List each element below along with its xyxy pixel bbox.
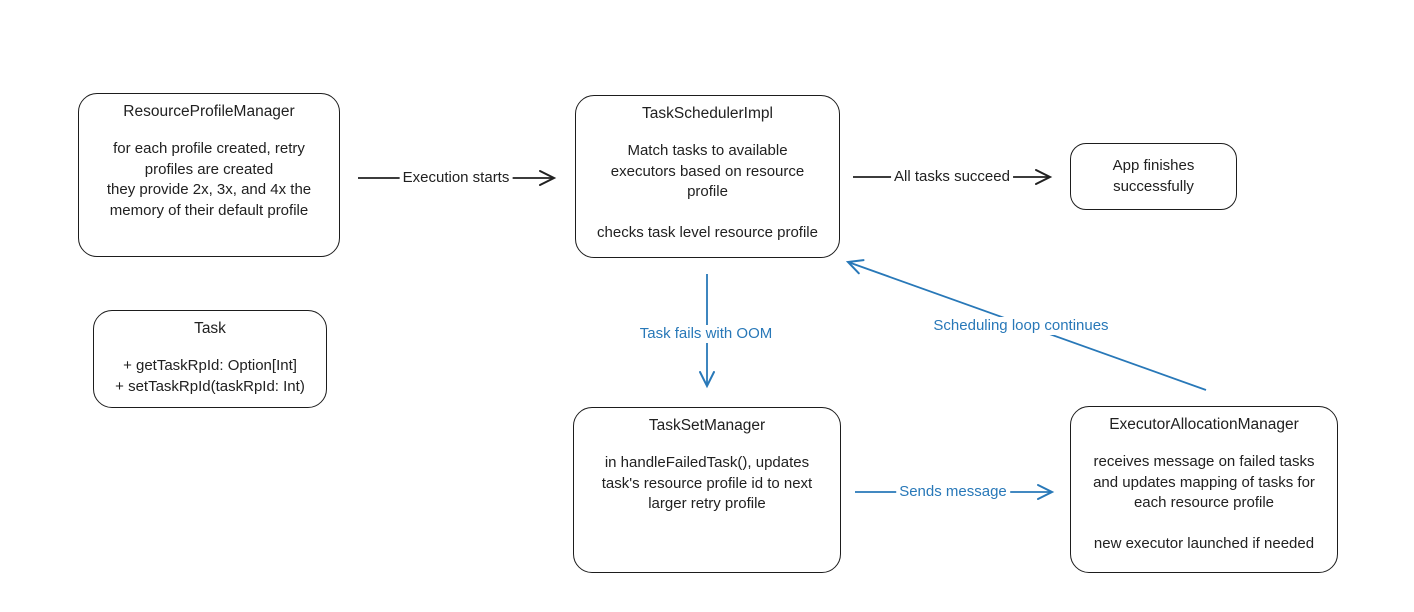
node-app-finishes-successfully: App finishes successfully (1070, 143, 1237, 210)
node-resource-profile-manager: ResourceProfileManager for each profile … (78, 93, 340, 257)
edge-label-sends-message: Sends message (896, 483, 1010, 501)
edge-label-task-fails-oom: Task fails with OOM (636, 325, 776, 343)
node-task-set-manager: TaskSetManager in handleFailedTask(), up… (573, 407, 841, 573)
node-title: Task (194, 320, 226, 337)
node-body: for each profile created, retry profiles… (106, 140, 312, 219)
node-title: TaskSchedulerImpl (642, 105, 773, 122)
edge-label-scheduling-loop-continues: Scheduling loop continues (930, 317, 1112, 335)
node-body: Match tasks to available executors based… (597, 142, 818, 241)
node-task-scheduler-impl: TaskSchedulerImpl Match tasks to availab… (575, 95, 840, 258)
edge-label-all-tasks-succeed: All tasks succeed (891, 168, 1013, 186)
node-body: in handleFailedTask(), updates task's re… (601, 454, 813, 512)
node-title: ExecutorAllocationManager (1109, 416, 1299, 433)
node-executor-allocation-manager: ExecutorAllocationManager receives messa… (1070, 406, 1338, 573)
node-body: receives message on failed tasks and upd… (1093, 453, 1315, 552)
edge-label-execution-starts: Execution starts (399, 169, 513, 187)
node-body: + getTaskRpId: Option[Int] + setTaskRpId… (115, 357, 305, 395)
node-title: TaskSetManager (648, 417, 766, 434)
node-body: App finishes successfully (1112, 157, 1195, 195)
node-task: Task + getTaskRpId: Option[Int] + setTas… (93, 310, 327, 408)
node-title: ResourceProfileManager (123, 103, 295, 120)
